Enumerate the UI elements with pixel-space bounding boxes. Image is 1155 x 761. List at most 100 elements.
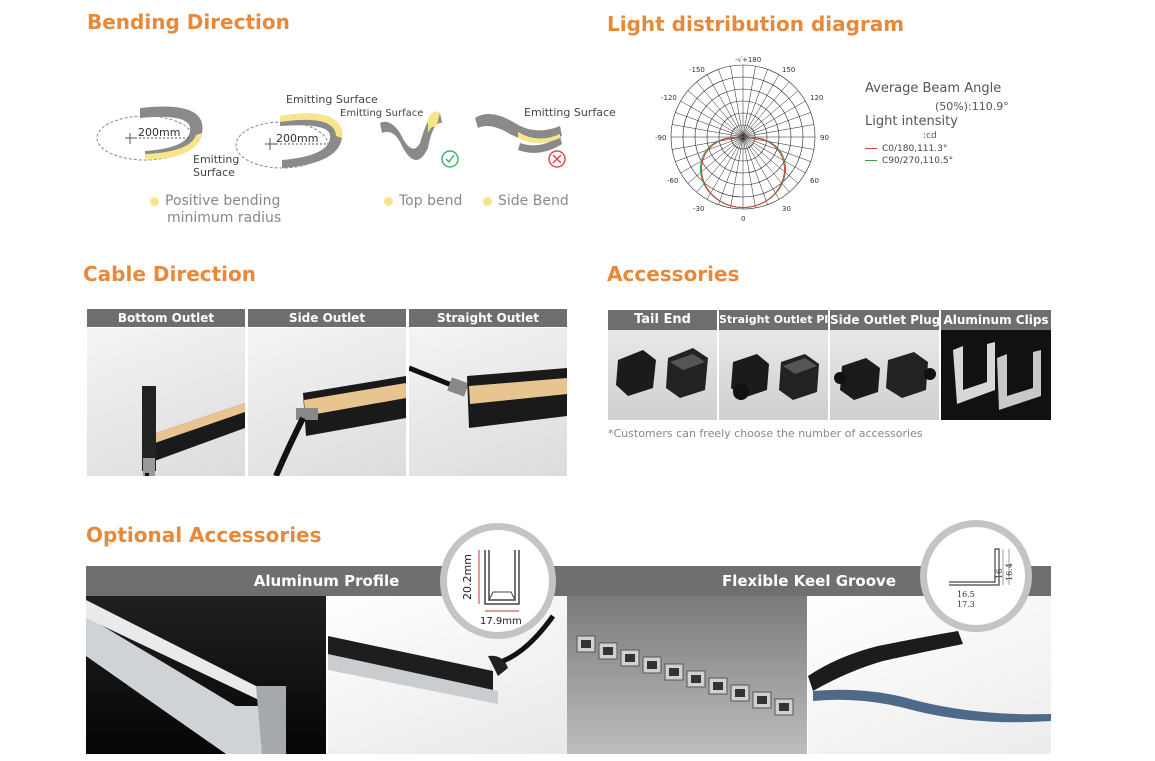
aluminum-profile-label: Aluminum Profile [253, 572, 400, 590]
emitting-label-line1: Emitting [193, 153, 240, 166]
polar-label-m120: -120 [661, 94, 677, 102]
polar-spoke [718, 69, 744, 138]
polar-spoke [680, 100, 744, 138]
flexible-keel-groove-label: Flexible Keel Groove [722, 572, 896, 590]
keel-clip-hole [669, 668, 679, 676]
side-outlet-plug-photo [830, 330, 939, 420]
positive-bend-diagram-2: 200mm [235, 113, 343, 169]
polar-spoke [696, 81, 744, 138]
aluminum-profile-photo-1 [86, 596, 326, 754]
polar-label-p120: 120 [810, 94, 823, 102]
straight-outlet-photo [409, 328, 567, 476]
keel-clip-hole [713, 682, 723, 690]
keel-width-2: 17.3 [957, 600, 975, 609]
bending-illustrations: 200mm 200mm [96, 106, 566, 169]
polar-spoke [742, 136, 780, 200]
keel-clip-hole [647, 661, 657, 669]
keel-height-1: 16 [995, 569, 1004, 579]
straight-outlet-plug-photo [719, 330, 828, 420]
polar-spoke [730, 136, 744, 208]
bottom-outlet-photo [87, 328, 245, 476]
polar-spoke [680, 136, 744, 174]
keel-clip-hole [691, 675, 701, 683]
polar-spoke [742, 136, 768, 205]
straight-outlet-plug-label: Straight Outlet Plug [719, 310, 828, 330]
aluminum-clips-label: Aluminum Clips [941, 310, 1051, 330]
polar-spoke [742, 112, 811, 138]
profile-width-dim: 17.9mm [480, 616, 522, 627]
accessories-title: Accessories [607, 262, 740, 286]
polar-spoke [742, 74, 780, 138]
legend-top-bend: Top bend [384, 193, 462, 210]
polar-spoke [742, 81, 790, 138]
c90-legend: C90/270,110.5° [865, 156, 953, 166]
polar-spoke [672, 124, 744, 138]
polar-spoke [706, 136, 744, 200]
keel-clip-hole [603, 647, 613, 655]
aluminum-clips-photo [941, 330, 1051, 420]
intensity-unit: :cd [923, 131, 937, 141]
legend-side-bend: Side Bend [483, 193, 569, 210]
polar-spoke [706, 74, 744, 138]
intensity-curve [700, 136, 786, 209]
side-outlet-plug-label: Side Outlet Plug [830, 310, 939, 330]
polar-diagram: -√+180 -150 150 -120 120 -90 90 -60 60 -… [655, 56, 829, 223]
aluminum-profile-dimension-circle: 20.2mm 17.9mm [440, 523, 556, 639]
light-intensity-label: Light intensity [865, 114, 958, 129]
keel-clip-hole [735, 689, 745, 697]
keel-width-1: 16.5 [957, 590, 975, 599]
polar-spoke [742, 66, 756, 138]
polar-label-m30: -30 [693, 205, 704, 213]
polar-label-p90: 90 [820, 134, 829, 142]
emitting-surface-label-a: Emitting Surface [286, 93, 378, 106]
polar-spoke [742, 136, 756, 208]
bending-direction-title: Bending Direction [87, 10, 290, 34]
polar-spoke [742, 69, 768, 138]
polar-spoke [672, 136, 744, 150]
positive-bend-diagram-1: 200mm [96, 106, 203, 161]
polar-spoke [687, 136, 744, 184]
radius-label-2: 200mm [276, 132, 318, 145]
light-distribution-title: Light distribution diagram [607, 12, 905, 36]
polar-spoke [718, 136, 744, 205]
green-line-icon [865, 160, 877, 161]
tail-end-label: Tail End [608, 310, 717, 330]
polar-label-top: -√+180 [735, 56, 761, 64]
profile-height-dim: 20.2mm [461, 554, 474, 600]
polar-spoke [675, 112, 744, 138]
emitting-surface-label-c: Emitting Surface [524, 106, 616, 119]
polar-spoke [687, 90, 744, 138]
keel-clip-hole [779, 703, 789, 711]
beam-angle-value: (50%):110.9° [935, 100, 1009, 113]
accessories-note: *Customers can freely choose the number … [608, 427, 923, 440]
polar-label-p150: 150 [782, 66, 795, 74]
polar-label-p30: 30 [782, 205, 791, 213]
top-bend-diagram [380, 111, 459, 168]
side-outlet-photo [248, 328, 406, 476]
yellow-dot-icon [384, 196, 393, 206]
yellow-dot-icon [483, 196, 492, 206]
keel-groove-photo-1 [567, 596, 807, 754]
side-outlet-label: Side Outlet [248, 309, 406, 327]
check-icon [441, 150, 459, 168]
polar-spoke [742, 100, 806, 138]
straight-outlet-label: Straight Outlet [409, 309, 567, 327]
polar-spoke [742, 136, 799, 184]
emitting-surface-label-b: Emitting Surface [340, 108, 424, 119]
radius-label-1: 200mm [138, 126, 180, 139]
keel-clip-hole [757, 696, 767, 704]
cable-direction-title: Cable Direction [83, 262, 257, 286]
polar-label-p60: 60 [810, 177, 819, 185]
legend-positive-bending: Positive bending minimum radius [150, 193, 281, 227]
polar-spoke [730, 66, 744, 138]
emitting-label-line2: Surface [193, 166, 235, 179]
keel-groove-dimension-circle: 16 16.4 16.5 17.3 [920, 520, 1032, 632]
polar-spoke [742, 124, 814, 138]
polar-spoke [742, 90, 799, 138]
keel-groove-photo-2 [808, 596, 1051, 754]
polar-label-0: 0 [741, 215, 745, 223]
polar-spoke [742, 136, 806, 174]
tail-end-photo [608, 330, 717, 420]
optional-accessories-title: Optional Accessories [86, 523, 322, 547]
yellow-dot-icon [150, 196, 159, 206]
